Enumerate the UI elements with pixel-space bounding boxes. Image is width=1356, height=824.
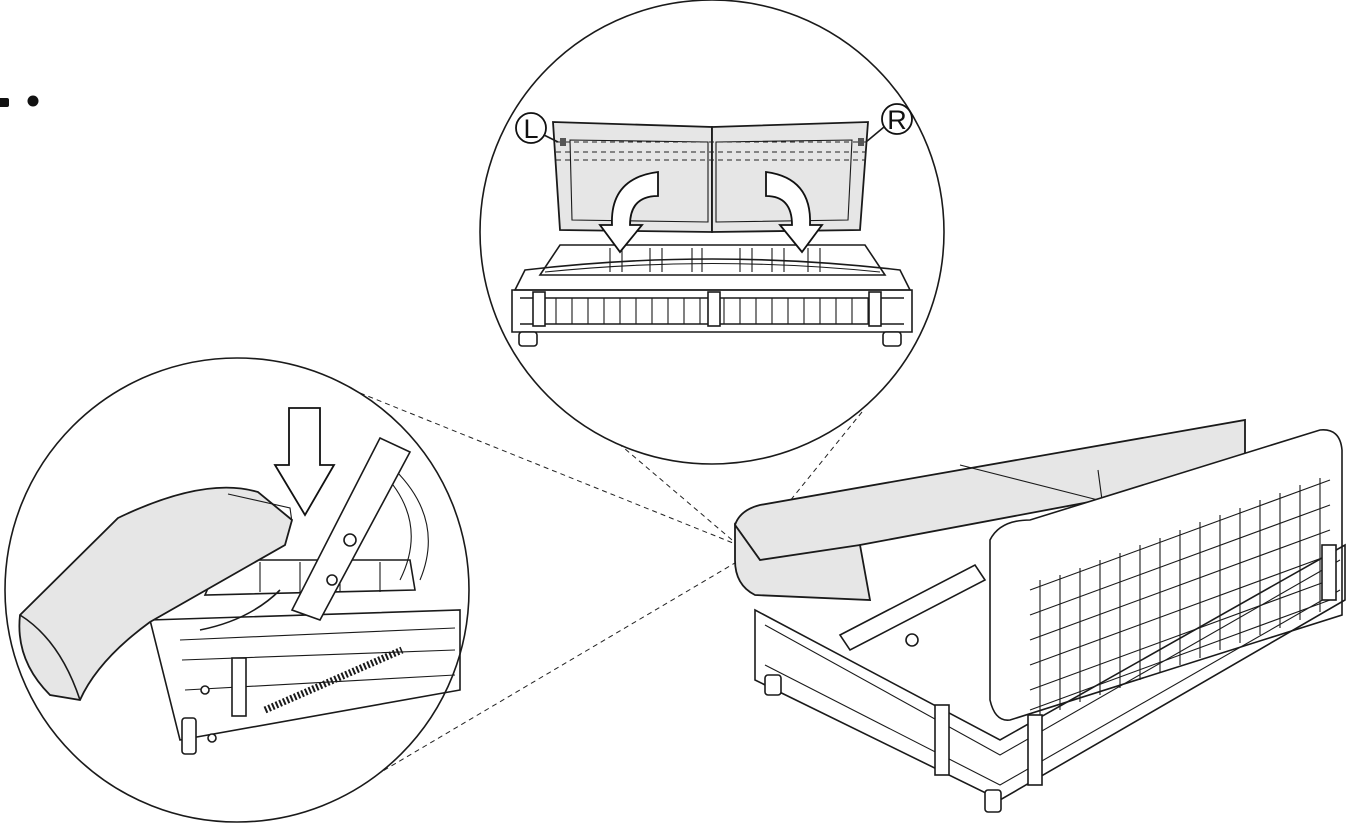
grid-backrest <box>989 429 1343 721</box>
right-marker-label: R <box>887 105 907 135</box>
step-dots-icon <box>0 95 39 107</box>
sofa-frame-front <box>511 258 913 347</box>
leader-lines <box>359 392 863 776</box>
backrest-arm <box>199 436 412 631</box>
seat-cushions <box>552 121 869 233</box>
base-frame <box>754 543 1346 813</box>
fold-arrow-left-icon <box>598 170 659 254</box>
left-marker: L <box>515 112 559 144</box>
sofa-bed-main <box>734 418 1346 813</box>
fold-arrow-right-icon <box>765 170 824 254</box>
bed-slats <box>538 244 887 276</box>
pull-bar <box>838 563 987 652</box>
mechanism-frame <box>148 609 461 755</box>
detail-circle-left <box>4 357 470 823</box>
left-marker-label: L <box>523 114 538 144</box>
detail-circle-top: L R <box>479 0 945 465</box>
right-marker: R <box>865 103 913 143</box>
push-down-arrow-icon <box>273 407 336 517</box>
folded-cushion <box>18 486 294 702</box>
